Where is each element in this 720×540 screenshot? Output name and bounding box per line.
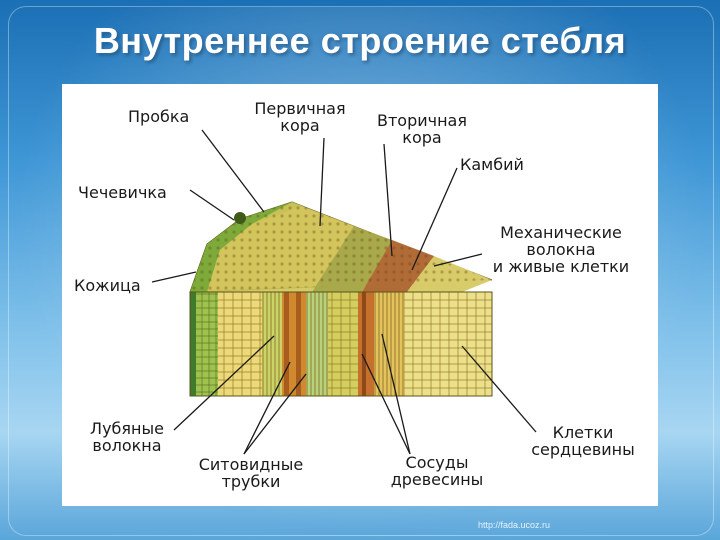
footer-url: http://fada.ucoz.ru: [478, 520, 551, 530]
stem-top-face: [189, 201, 493, 293]
label-bast-line1: Лубяные: [90, 419, 164, 438]
label-vessels-line1: Сосуды: [405, 453, 469, 472]
label-mechanical-line1: Механические: [500, 223, 622, 242]
label-epidermis: Кожица: [74, 276, 141, 295]
stem-front-face: [189, 291, 493, 397]
label-secondary-cortex-line2: кора: [402, 128, 442, 147]
label-sieve-tubes-line2: трубки: [221, 472, 281, 491]
label-mechanical-line2: волокна: [526, 240, 596, 259]
stem-diagram: [151, 129, 537, 455]
label-cork: Пробка: [128, 107, 190, 126]
slide-title: Внутреннее строение стебля: [93, 20, 627, 61]
label-mechanical-line3: и живые клетки: [492, 257, 630, 276]
label-sieve-tubes-line1: Ситовидные: [198, 455, 304, 474]
pointer-lines: [151, 129, 537, 455]
label-bast-line2: волокна: [92, 436, 162, 455]
label-pith-line1: Клетки: [552, 423, 614, 442]
label-pith-line2: сердцевины: [531, 440, 635, 459]
label-lenticel: Чечевичка: [78, 183, 167, 202]
label-cambium: Камбий: [460, 155, 524, 174]
lenticel-mark: [234, 212, 246, 224]
label-primary-cortex-line2: кора: [280, 116, 320, 135]
diagram-panel: Пробка Первичная кора Вторичная кора Кам…: [62, 84, 658, 506]
label-primary-cortex-line1: Первичная: [254, 99, 346, 118]
label-vessels-line2: древесины: [390, 470, 484, 489]
label-secondary-cortex-line1: Вторичная: [377, 111, 467, 130]
